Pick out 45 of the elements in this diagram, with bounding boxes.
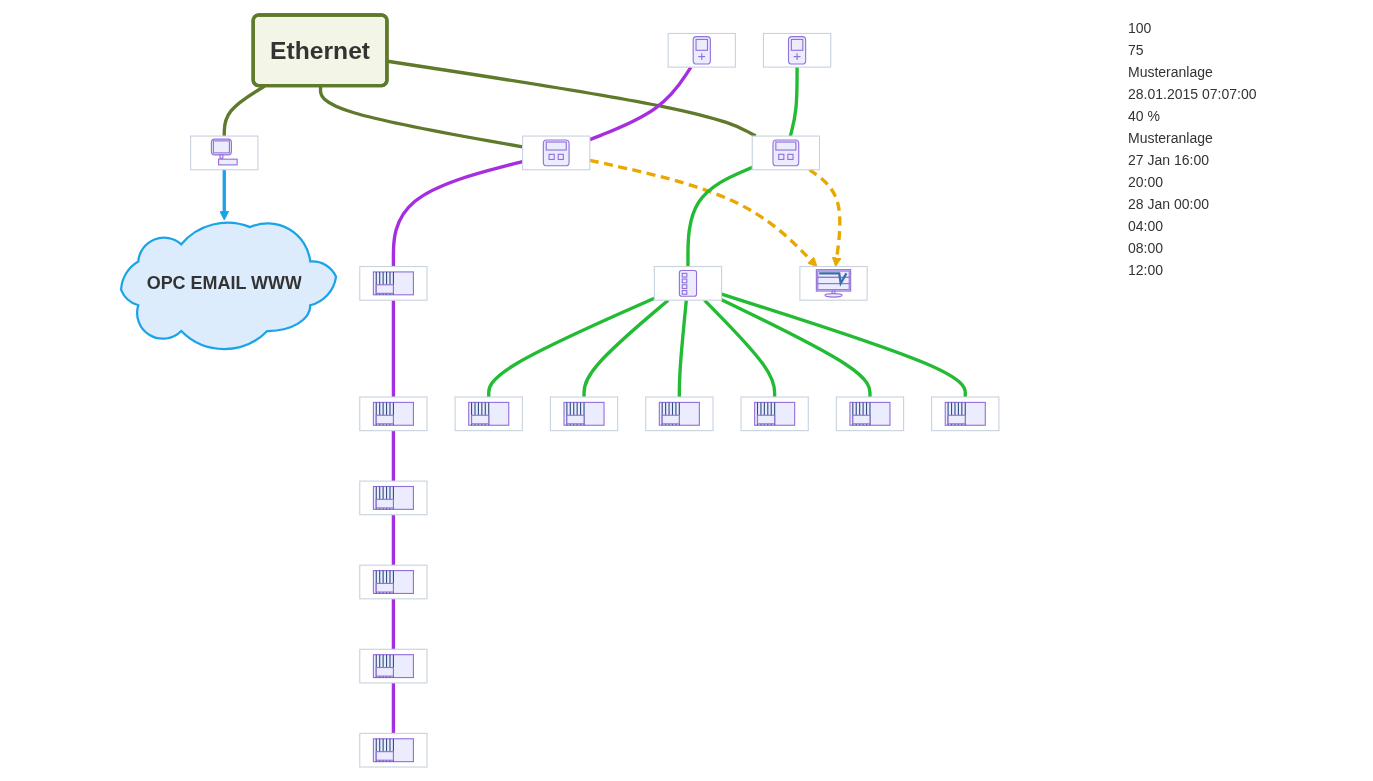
arrow	[219, 169, 230, 221]
node-picture	[359, 265, 428, 301]
connector	[487, 296, 655, 397]
node-picture	[835, 395, 905, 431]
connector	[589, 65, 693, 141]
chart-label: 08:00	[1128, 240, 1165, 256]
node-picture	[931, 395, 1000, 431]
chart-label: 28 Jan 00:00	[1128, 196, 1210, 212]
node-picture	[359, 732, 428, 768]
node-picture	[645, 395, 714, 431]
arrow	[589, 158, 818, 267]
connector	[222, 84, 266, 136]
connector	[703, 298, 777, 397]
chart-label: 75	[1128, 42, 1145, 58]
node-picture	[359, 648, 428, 683]
node-picture	[359, 564, 428, 599]
chart-label: 04:00	[1128, 218, 1165, 234]
connector	[391, 682, 396, 733]
node-picture	[359, 480, 428, 515]
connector	[720, 297, 872, 397]
node-picture	[740, 395, 809, 431]
connector	[318, 85, 523, 149]
connector	[391, 299, 396, 397]
connector	[582, 298, 670, 397]
chart-label: 40 %	[1128, 108, 1161, 124]
node-picture	[653, 265, 723, 301]
chart-label: 12:00	[1128, 262, 1165, 278]
connector	[686, 165, 753, 267]
connector	[721, 292, 967, 397]
chart-label: 27 Jan 16:00	[1128, 152, 1210, 168]
chart-label: 28.01.2015 07:07:00	[1128, 86, 1258, 102]
node-picture	[454, 395, 523, 431]
connector	[788, 66, 799, 136]
node-picture	[359, 395, 428, 431]
chart-label: 100	[1128, 20, 1153, 36]
connector	[391, 430, 396, 481]
connector	[391, 514, 396, 565]
node-picture	[549, 395, 619, 431]
chart-label: Musteranlage	[1128, 64, 1214, 80]
connector	[391, 598, 396, 649]
chart-label: 20:00	[1128, 174, 1165, 190]
connector	[391, 159, 523, 267]
chart-label: Musteranlage	[1128, 130, 1214, 146]
connector	[677, 299, 688, 397]
connector	[387, 59, 757, 138]
